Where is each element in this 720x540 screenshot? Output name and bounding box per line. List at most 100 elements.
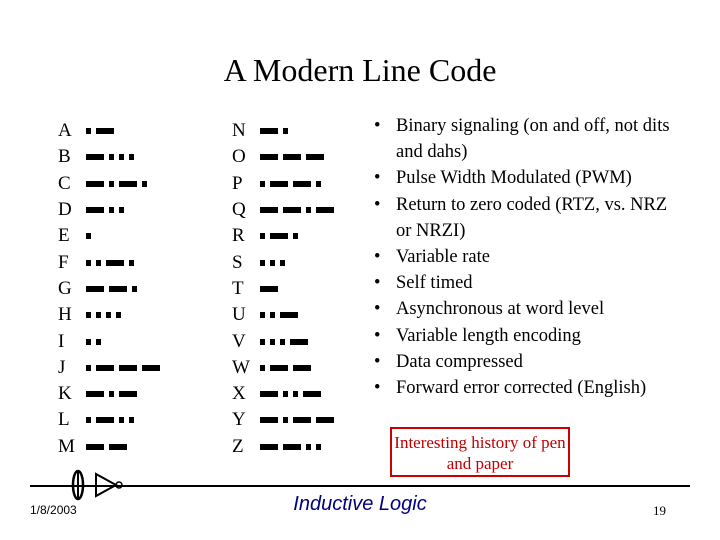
morse-letter: A: [58, 120, 72, 142]
morse-dot: [283, 417, 288, 424]
morse-code: [86, 128, 119, 135]
morse-dash: [283, 154, 301, 161]
morse-dash: [270, 364, 288, 371]
morse-code: [86, 312, 126, 319]
morse-row-c: C: [58, 171, 165, 197]
morse-dot: [119, 154, 124, 161]
morse-dot: [119, 417, 124, 424]
morse-code: [86, 233, 96, 240]
morse-letter: W: [232, 356, 250, 378]
morse-row-s: S: [232, 249, 339, 275]
bullet-text: Asynchronous at word level: [396, 299, 605, 320]
morse-code: [86, 207, 129, 214]
morse-row-k: K: [58, 381, 165, 407]
morse-dot: [260, 233, 265, 240]
morse-row-b: B: [58, 144, 165, 170]
bullet-text: Variable rate: [396, 247, 490, 268]
bullet-icon: •: [374, 378, 381, 399]
morse-code: [260, 338, 313, 345]
morse-code: [86, 154, 139, 161]
morse-letter: T: [232, 277, 244, 299]
morse-letter: S: [232, 251, 243, 273]
morse-dot: [86, 364, 91, 371]
morse-code: [86, 417, 139, 424]
morse-dot: [260, 180, 265, 187]
bullet-text: Self timed: [396, 273, 473, 294]
morse-code: [86, 443, 132, 450]
morse-dash: [109, 443, 127, 450]
morse-dash: [290, 338, 308, 345]
bullet-item: • Variable length encoding: [374, 323, 674, 349]
morse-row-n: N: [232, 118, 339, 144]
morse-dot: [306, 207, 311, 214]
bullet-text: Data compressed: [396, 351, 523, 372]
morse-dot: [96, 312, 101, 319]
morse-letter: N: [232, 120, 246, 142]
bullet-icon: •: [374, 194, 381, 215]
morse-dash: [86, 207, 104, 214]
morse-code: [86, 391, 142, 398]
morse-dash: [260, 128, 278, 135]
morse-row-f: F: [58, 249, 165, 275]
morse-code: [260, 364, 316, 371]
morse-code: [260, 259, 290, 266]
morse-code: [86, 180, 152, 187]
morse-dot: [293, 391, 298, 398]
morse-dot: [280, 259, 285, 266]
bullet-item: • Asynchronous at word level: [374, 296, 674, 322]
morse-code: [260, 312, 303, 319]
morse-dash: [86, 180, 104, 187]
morse-row-j: J: [58, 355, 165, 381]
morse-dash: [119, 180, 137, 187]
morse-code: [86, 285, 142, 292]
bullet-icon: •: [374, 325, 381, 346]
bullet-item: •Binary signaling (on and off, not dits …: [374, 113, 674, 165]
morse-dot: [283, 391, 288, 398]
morse-letter: G: [58, 277, 72, 299]
morse-dot: [129, 417, 134, 424]
morse-dash: [293, 417, 311, 424]
morse-row-u: U: [232, 302, 339, 328]
morse-dot: [86, 338, 91, 345]
morse-letter: I: [58, 330, 65, 352]
morse-row-a: A: [58, 118, 165, 144]
morse-letter: M: [58, 435, 75, 457]
morse-code: [260, 391, 326, 398]
morse-dash: [283, 443, 301, 450]
morse-dot: [129, 154, 134, 161]
bullet-item: • Forward error corrected (English): [374, 375, 674, 401]
morse-dash: [96, 417, 114, 424]
morse-letter: Y: [232, 409, 246, 431]
morse-dot: [280, 338, 285, 345]
morse-dot: [283, 128, 288, 135]
morse-dot: [270, 338, 275, 345]
bullet-icon: •: [374, 273, 381, 294]
morse-dash: [86, 443, 104, 450]
morse-dash: [306, 154, 324, 161]
morse-dot: [96, 259, 101, 266]
bullet-text: Variable length encoding: [396, 325, 581, 346]
morse-row-w: W: [232, 355, 339, 381]
bullet-icon: •: [374, 168, 381, 189]
morse-row-m: M: [58, 434, 165, 460]
morse-dash: [293, 180, 311, 187]
morse-letter: V: [232, 330, 246, 352]
morse-code: [86, 364, 165, 371]
morse-row-g: G: [58, 276, 165, 302]
bullet-item: •Return to zero coded (RTZ, vs. NRZ or N…: [374, 192, 674, 244]
bullet-icon: •: [374, 116, 381, 136]
morse-row-y: Y: [232, 407, 339, 433]
footer-divider: [30, 485, 690, 487]
morse-dot: [260, 259, 265, 266]
morse-letter: J: [58, 356, 66, 378]
morse-dash: [96, 128, 114, 135]
morse-dash: [270, 180, 288, 187]
morse-letter: U: [232, 304, 246, 326]
bullet-text: Forward error corrected (English): [396, 378, 647, 399]
morse-code: [260, 417, 339, 424]
bullet-item: •Data compressed: [374, 349, 674, 375]
bullet-icon: •: [374, 299, 381, 320]
morse-dash: [280, 312, 298, 319]
